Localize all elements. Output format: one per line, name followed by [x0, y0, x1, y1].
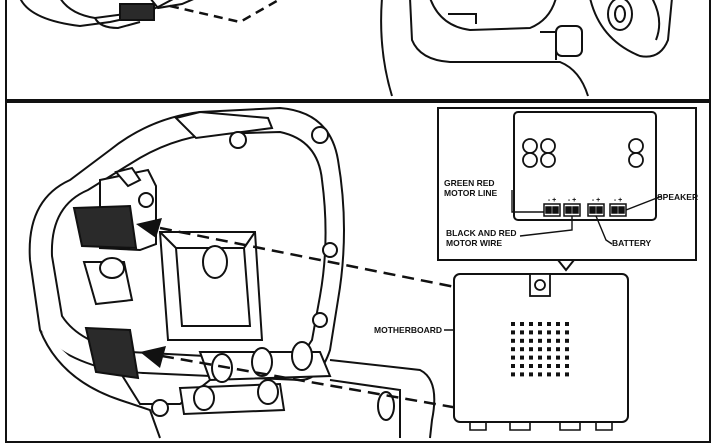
svg-text:- +: - + — [568, 197, 576, 204]
housing — [28, 106, 436, 439]
motherboard-component — [538, 322, 542, 326]
motherboard-component-grid — [511, 322, 569, 377]
motherboard-component — [547, 372, 551, 377]
top-panel — [5, 0, 711, 101]
motherboard-component — [520, 330, 524, 335]
motherboard-component — [547, 355, 551, 360]
motherboard-component — [520, 364, 524, 368]
label-green-red-motor-line-2: MOTOR LINE — [444, 188, 498, 198]
motherboard-component — [520, 372, 524, 377]
motherboard-component — [565, 372, 569, 377]
motherboard-component — [529, 364, 533, 368]
svg-text:- +: - + — [548, 197, 556, 204]
bottom-panel: - + - + - + - + GREEN RED MOTOR LINE BLA… — [5, 101, 711, 443]
motherboard-component — [556, 355, 560, 360]
motherboard-component — [556, 364, 560, 368]
motherboard-component — [520, 347, 524, 352]
connector-detail-panel: - + - + - + - + GREEN RED MOTOR LINE BLA… — [437, 107, 698, 272]
motherboard-component — [511, 372, 515, 377]
motherboard-component — [556, 330, 560, 335]
lower-insert-arrow — [140, 346, 459, 410]
motherboard-component — [538, 355, 542, 360]
motherboard-component — [511, 364, 515, 368]
motherboard-component — [511, 322, 515, 326]
motherboard-component — [511, 338, 515, 343]
motherboard-component — [529, 355, 533, 360]
label-black-red-motor-wire-1: BLACK AND RED — [446, 228, 517, 238]
svg-text:- +: - + — [614, 197, 622, 204]
label-speaker: SPEAKER — [657, 192, 698, 202]
motherboard-component — [547, 322, 551, 326]
motherboard-component — [565, 347, 569, 352]
motherboard-component — [538, 338, 542, 343]
motherboard-component — [520, 338, 524, 343]
motherboard-component — [565, 355, 569, 360]
motherboard-component — [529, 347, 533, 352]
motherboard-component — [511, 330, 515, 335]
label-battery: BATTERY — [612, 238, 652, 248]
motherboard-component — [565, 364, 569, 368]
motherboard-component — [547, 338, 551, 343]
polarity-marks: - + - + - + - + — [548, 197, 622, 204]
motherboard: MOTHERBOARD — [374, 273, 629, 431]
svg-text:- +: - + — [592, 197, 600, 204]
motherboard-component — [529, 372, 533, 377]
motherboard-component — [511, 347, 515, 352]
motherboard-component — [556, 372, 560, 377]
motherboard-component — [538, 364, 542, 368]
motherboard-component — [556, 347, 560, 352]
motherboard-component — [520, 322, 524, 326]
motherboard-component — [529, 338, 533, 343]
motherboard-component — [565, 338, 569, 343]
motherboard-component — [547, 330, 551, 335]
motherboard-component — [556, 322, 560, 326]
motherboard-component — [547, 347, 551, 352]
motherboard-component — [565, 330, 569, 335]
board-solder-pads — [522, 138, 644, 168]
motherboard-component — [529, 330, 533, 335]
motherboard-component — [538, 347, 542, 352]
upper-insert-arrow — [136, 218, 461, 290]
board-connectors — [543, 203, 627, 217]
motherboard-component — [556, 338, 560, 343]
label-motherboard: MOTHERBOARD — [374, 325, 442, 335]
label-black-red-motor-wire-2: MOTOR WIRE — [446, 238, 502, 248]
motherboard-component — [547, 364, 551, 368]
motherboard-component — [538, 330, 542, 335]
lower-wire-connector — [84, 326, 140, 380]
detail-leader-lines — [511, 190, 663, 245]
motherboard-component — [520, 355, 524, 360]
motherboard-component — [511, 355, 515, 360]
motherboard-component — [529, 322, 533, 326]
upper-wire-connector — [72, 204, 138, 250]
label-green-red-motor-line-1: GREEN RED — [444, 178, 495, 188]
motherboard-component — [565, 322, 569, 326]
motherboard-component — [538, 372, 542, 377]
